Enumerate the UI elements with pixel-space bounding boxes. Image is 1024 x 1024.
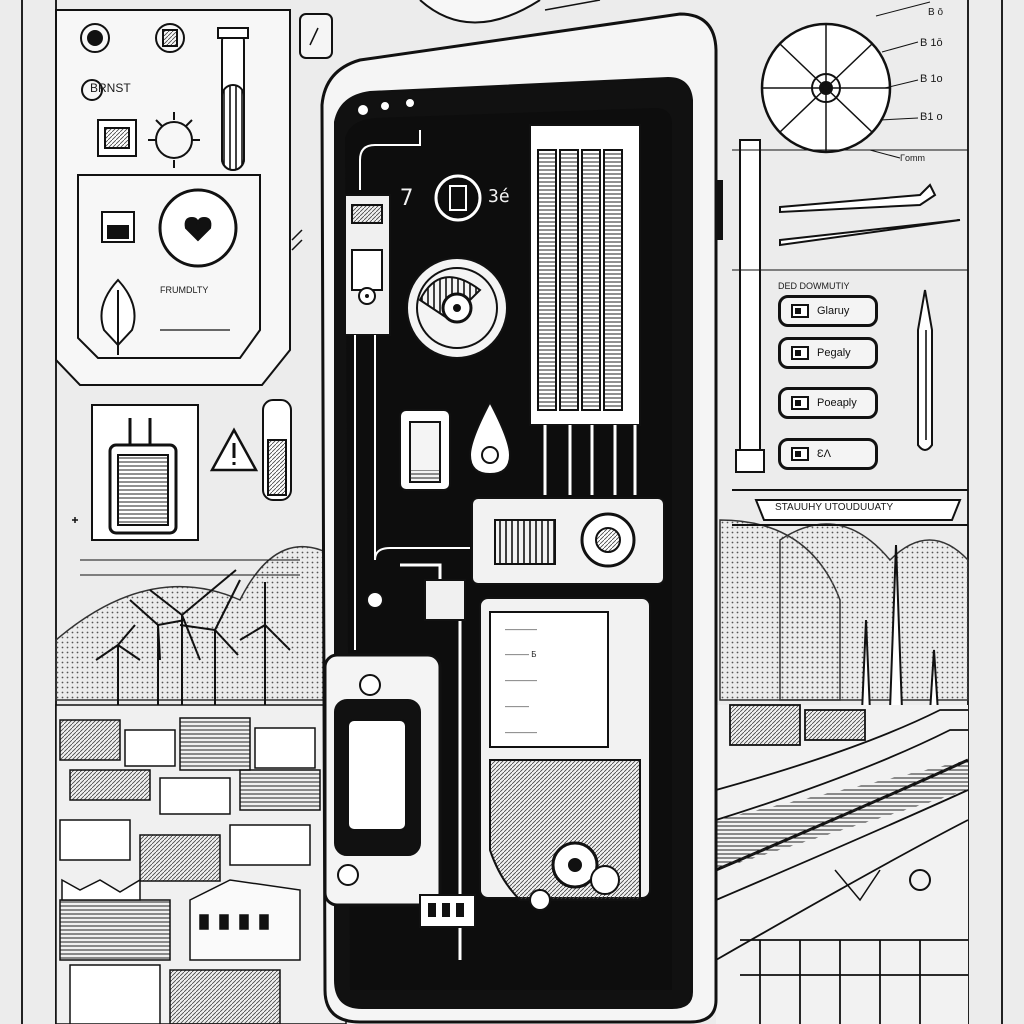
- city-left: [55, 704, 347, 1024]
- screen-digits-right: 3é: [488, 186, 510, 207]
- option-button-label: Pegaly: [817, 347, 851, 359]
- dial-label-1: B ō: [928, 7, 944, 18]
- option-button-label: Glaruy: [817, 305, 850, 317]
- top-left-panel: [55, 9, 291, 386]
- option-button-3[interactable]: Poeaply: [778, 387, 878, 419]
- dial-label-4: B1 o: [920, 111, 943, 123]
- doc-icon: [791, 447, 809, 461]
- option-button-label: Poeaply: [817, 397, 857, 409]
- doc-icon: [791, 346, 809, 360]
- dial-label-5: Γomm: [900, 153, 925, 163]
- card-line-1: ————: [505, 625, 537, 634]
- top-dial: [419, 0, 541, 24]
- screen-digits-left: 7: [400, 186, 414, 211]
- option-button-2[interactable]: Pegaly: [778, 337, 878, 369]
- brand-label: BRNST: [90, 81, 131, 95]
- option-button-4[interactable]: ƐΛ: [778, 438, 878, 470]
- option-button-1[interactable]: Glaruy: [778, 295, 878, 327]
- tree-caption: FRUMDLTY: [160, 285, 209, 295]
- card-line-3: ————: [505, 676, 537, 685]
- highway-right: [715, 704, 969, 1024]
- doc-icon: [791, 304, 809, 318]
- annotation-marks: [72, 0, 601, 523]
- right-panel: [732, 1, 968, 902]
- mid-left-panel: [80, 399, 300, 576]
- phone-components: [323, 124, 665, 960]
- dial-label-2: B 1ō: [920, 37, 943, 49]
- card-line-4: ———: [505, 702, 529, 711]
- section-title: DED DOWMUTIY: [778, 281, 850, 291]
- card-line-2: ——— Б: [505, 650, 537, 659]
- doc-icon: [791, 396, 809, 410]
- background-hills: [55, 519, 969, 701]
- option-button-label: ƐΛ: [817, 448, 831, 460]
- card-line-5: ————: [505, 728, 537, 737]
- footer-bar-label: STAUUHY UTOUDUUATY: [775, 502, 894, 513]
- dial-label-3: B 1o: [920, 73, 943, 85]
- wind-turbines: [95, 569, 291, 712]
